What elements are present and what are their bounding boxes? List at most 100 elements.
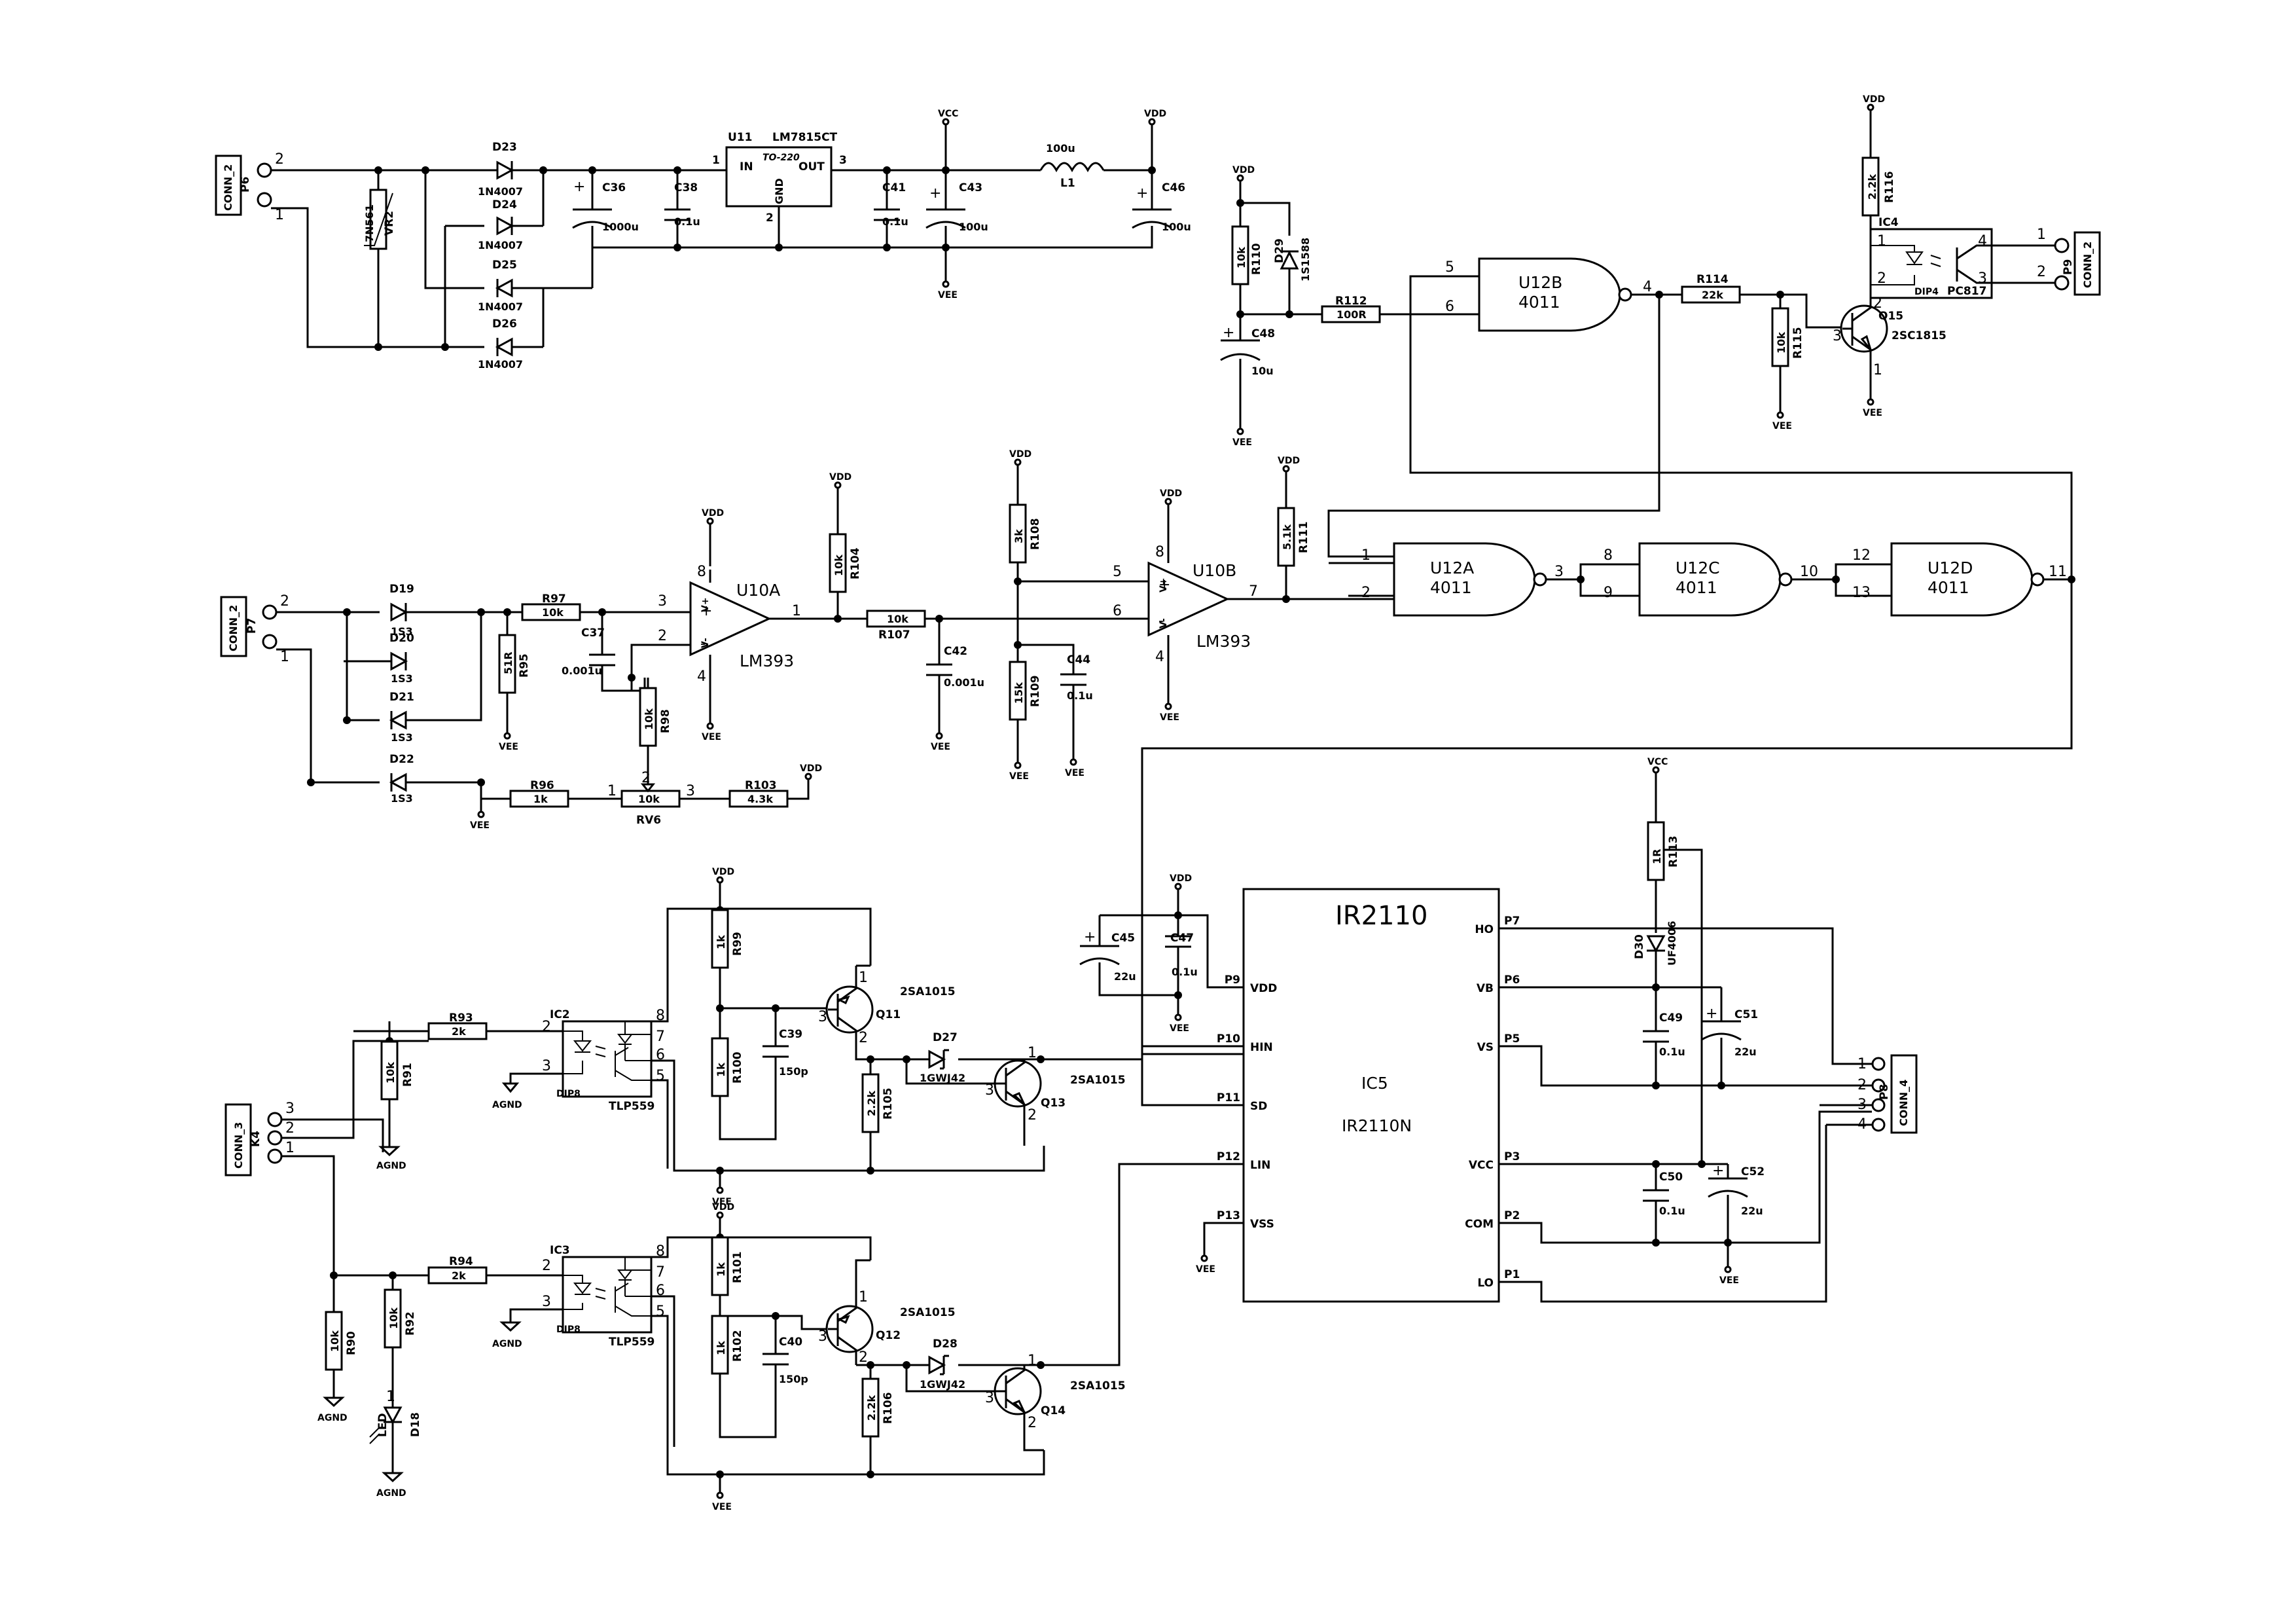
svg-text:2: 2 bbox=[1877, 270, 1886, 287]
potentiometer-rv6: 10k RV6 1 2 3 bbox=[607, 770, 695, 827]
svg-text:D30: D30 bbox=[1633, 934, 1646, 959]
svg-text:5: 5 bbox=[1113, 564, 1122, 580]
vdd-symbol-8: VDD bbox=[1160, 488, 1182, 505]
svg-text:3: 3 bbox=[818, 1009, 827, 1025]
svg-text:IC3: IC3 bbox=[550, 1244, 570, 1257]
ic5-pin-name: VSS bbox=[1250, 1218, 1274, 1231]
ic5-pin-name: SD bbox=[1250, 1100, 1267, 1113]
svg-text:3: 3 bbox=[285, 1101, 295, 1117]
diode-d23: D23 1N4007 bbox=[478, 141, 523, 198]
svg-text:2.2k: 2.2k bbox=[865, 1395, 878, 1421]
transistor-q14: Q14 2SA1015 3 1 2 bbox=[985, 1353, 1126, 1451]
svg-text:VDD: VDD bbox=[702, 508, 724, 519]
svg-text:7: 7 bbox=[656, 1264, 665, 1281]
svg-text:VDD: VDD bbox=[1160, 488, 1182, 499]
svg-text:8: 8 bbox=[697, 564, 706, 580]
p6-value: CONN_2 bbox=[222, 164, 234, 211]
ic5-pin-number: P9 bbox=[1225, 974, 1240, 987]
svg-text:+: + bbox=[1158, 577, 1170, 593]
diode-d24: D24 1N4007 bbox=[478, 198, 523, 251]
svg-text:R111: R111 bbox=[1297, 521, 1310, 553]
svg-text:VEE: VEE bbox=[1772, 421, 1792, 431]
resistor-r115: 10k R115 bbox=[1771, 307, 1804, 367]
svg-text:IC2: IC2 bbox=[550, 1008, 570, 1021]
resistor-r99: 1k R99 bbox=[711, 909, 744, 969]
svg-text:AGND: AGND bbox=[317, 1413, 348, 1423]
transistor-q12: Q12 2SA1015 3 1 2 bbox=[818, 1259, 956, 1366]
transistor-q15: Q15 2SC1815 3 2 1 bbox=[1833, 288, 1946, 399]
svg-text:6: 6 bbox=[656, 1047, 665, 1063]
svg-text:PC817: PC817 bbox=[1947, 285, 1986, 298]
supervisor-section: VDD 10k R110 D29 1S1588 + C48 10u VEE R1… bbox=[1220, 94, 2101, 586]
svg-text:1: 1 bbox=[1028, 1045, 1037, 1061]
svg-text:OUT: OUT bbox=[798, 160, 825, 173]
resistor-r103: R103 4.3k bbox=[728, 779, 789, 808]
p6-ref: P6 bbox=[239, 177, 252, 192]
svg-text:K4: K4 bbox=[249, 1131, 262, 1147]
svg-text:R113: R113 bbox=[1667, 835, 1680, 867]
cap-c40: C40 150p bbox=[762, 1316, 808, 1401]
svg-text:2: 2 bbox=[1028, 1415, 1037, 1431]
agnd-symbol-5: AGND bbox=[492, 1339, 522, 1349]
ic5-pin-number: P2 bbox=[1504, 1209, 1520, 1222]
svg-text:VEE: VEE bbox=[1196, 1264, 1215, 1275]
vee-symbol-3: VEE bbox=[1772, 411, 1792, 431]
svg-text:D20: D20 bbox=[389, 632, 414, 645]
svg-text:LED: LED bbox=[376, 1413, 389, 1437]
svg-text:10k: 10k bbox=[542, 606, 564, 619]
svg-text:5: 5 bbox=[1445, 259, 1454, 276]
svg-text:VDD: VDD bbox=[1170, 873, 1192, 884]
ic5-ref: IC5 bbox=[1361, 1074, 1388, 1093]
cap-c42: C42 0.001u bbox=[926, 619, 984, 733]
svg-text:100u: 100u bbox=[1046, 142, 1075, 155]
svg-text:4011: 4011 bbox=[1518, 293, 1560, 312]
svg-text:D24: D24 bbox=[492, 198, 517, 211]
svg-text:C50: C50 bbox=[1659, 1171, 1683, 1184]
svg-text:VEE: VEE bbox=[712, 1502, 732, 1512]
diode-d27: D27 1GWJ42 bbox=[920, 1031, 965, 1084]
svg-text:VEE: VEE bbox=[1719, 1275, 1739, 1286]
diode-d30: D30 UF4006 bbox=[1633, 921, 1678, 987]
svg-text:P9: P9 bbox=[2062, 259, 2075, 275]
vee-symbol-6: VEE bbox=[499, 732, 518, 752]
svg-text:C39: C39 bbox=[779, 1028, 802, 1041]
svg-text:4: 4 bbox=[1978, 233, 1987, 249]
svg-text:LM7815CT: LM7815CT bbox=[772, 131, 838, 144]
svg-text:C52: C52 bbox=[1741, 1165, 1765, 1178]
diode-d22: D22 1S3 bbox=[389, 753, 414, 805]
ic5-pin-name: LO bbox=[1477, 1277, 1494, 1290]
diode-d21: D21 1S3 bbox=[389, 691, 414, 744]
svg-text:LM393: LM393 bbox=[1196, 632, 1251, 651]
svg-text:2: 2 bbox=[2037, 264, 2046, 280]
ic5-pin-number: P5 bbox=[1504, 1032, 1520, 1046]
svg-text:U12A: U12A bbox=[1430, 558, 1474, 577]
svg-text:VEE: VEE bbox=[1065, 768, 1085, 778]
cap-c50: C50 0.1u bbox=[1643, 1171, 1685, 1217]
svg-text:U11: U11 bbox=[728, 131, 752, 144]
vdd-symbol-6: VDD bbox=[829, 472, 852, 489]
svg-text:1: 1 bbox=[2037, 227, 2046, 243]
svg-text:D23: D23 bbox=[492, 141, 517, 154]
svg-text:1S1588: 1S1588 bbox=[1299, 238, 1312, 282]
svg-text:C46: C46 bbox=[1162, 181, 1185, 194]
svg-text:U12B: U12B bbox=[1518, 273, 1562, 292]
svg-text:4: 4 bbox=[1643, 279, 1652, 295]
svg-text:2: 2 bbox=[766, 211, 774, 225]
led-d18: 1 LED D18 bbox=[369, 1389, 422, 1473]
svg-text:R94: R94 bbox=[449, 1255, 473, 1268]
svg-text:R115: R115 bbox=[1791, 327, 1804, 359]
svg-text:TLP559: TLP559 bbox=[609, 1336, 655, 1349]
svg-text:8: 8 bbox=[1604, 547, 1613, 564]
vee-symbol-1: VEE bbox=[938, 280, 958, 301]
svg-text:V+: V+ bbox=[1158, 577, 1169, 593]
svg-text:2: 2 bbox=[641, 770, 651, 786]
ic5-pin-number: P13 bbox=[1217, 1209, 1240, 1222]
svg-text:4: 4 bbox=[1155, 649, 1164, 665]
svg-text:15k: 15k bbox=[1013, 682, 1025, 704]
ic5-pin-name: LIN bbox=[1250, 1159, 1270, 1172]
diode-d26: D26 1N4007 bbox=[478, 318, 523, 371]
svg-text:D18: D18 bbox=[409, 1412, 422, 1437]
svg-text:+: + bbox=[1223, 325, 1234, 341]
svg-text:6: 6 bbox=[656, 1283, 665, 1299]
svg-text:2: 2 bbox=[859, 1030, 868, 1046]
